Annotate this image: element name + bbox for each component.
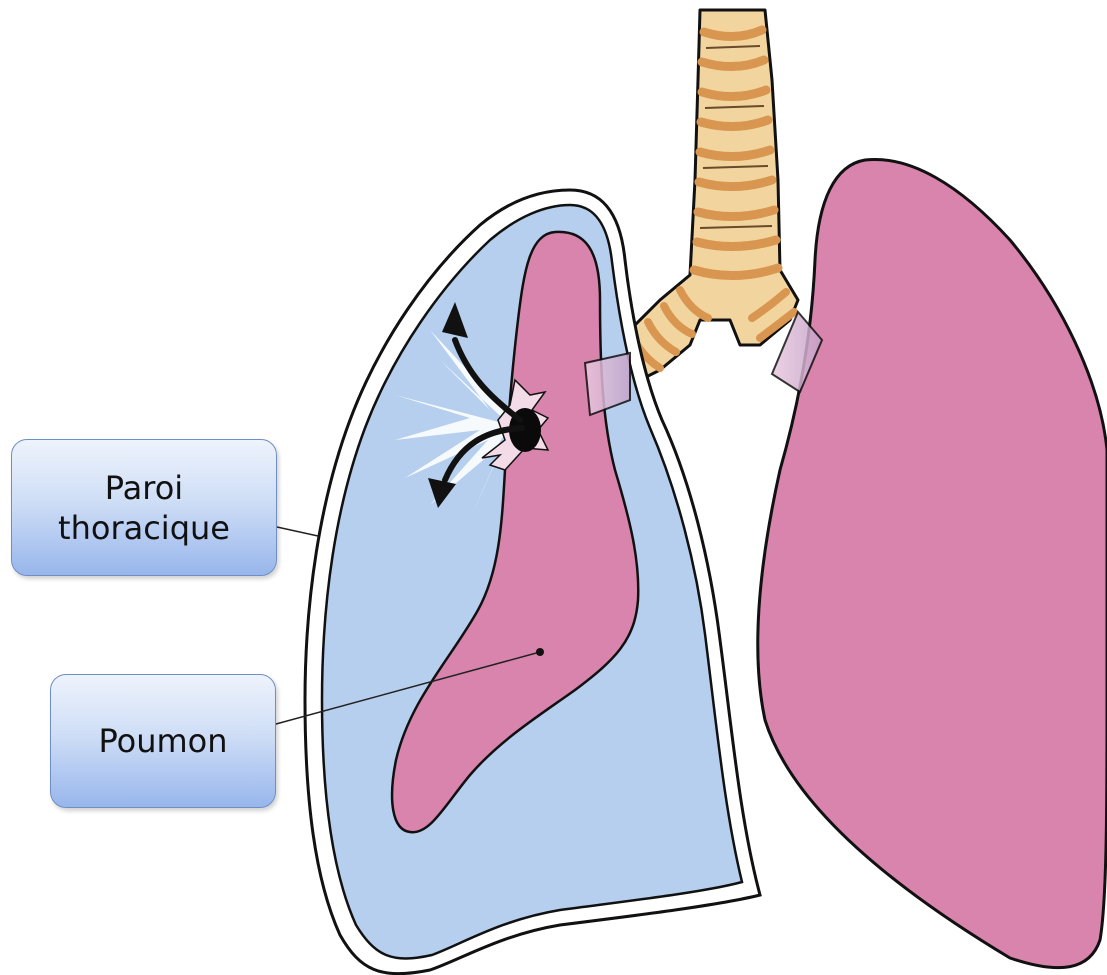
- chest-wall-leader: [277, 527, 318, 536]
- right-lung: [758, 159, 1107, 967]
- chest-wall-callout: Paroi thoracique: [11, 439, 277, 576]
- lung-callout: Poumon: [50, 674, 276, 808]
- lung-leader-dot: [536, 648, 544, 656]
- lung-label: Poumon: [98, 721, 227, 761]
- trachea: [620, 10, 798, 380]
- chest-wall-label: Paroi thoracique: [44, 468, 244, 548]
